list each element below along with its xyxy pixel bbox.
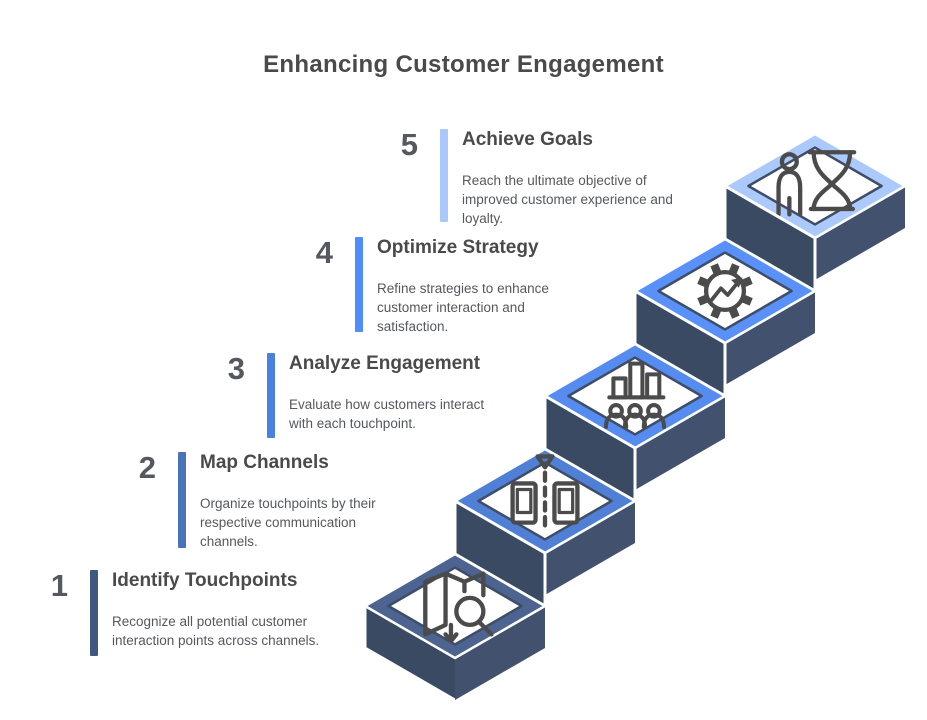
step-block-4: 4 Optimize Strategy Refine strategies to…	[287, 237, 571, 336]
step-description: Evaluate how customers interact with eac…	[289, 397, 485, 431]
stair-step-1	[363, 552, 547, 702]
gear-optimize-icon	[697, 263, 753, 319]
step-title: Optimize Strategy	[377, 237, 539, 258]
map-search-icon	[423, 571, 494, 644]
step-number: 2	[138, 450, 156, 485]
engagement-analytics-icon	[603, 361, 667, 430]
step-title: Analyze Engagement	[289, 353, 481, 374]
step-title: Achieve Goals	[462, 129, 593, 150]
step-accent-bar	[90, 570, 98, 656]
step-block-3: 3 Analyze Engagement Evaluate how custom…	[199, 353, 501, 438]
devices-sync-icon	[510, 454, 580, 532]
step-block-1: 1 Identify Touchpoints Recognize all pot…	[22, 570, 344, 656]
step-description: Organize touchpoints by their respective…	[200, 496, 376, 549]
step-number: 4	[315, 235, 333, 270]
step-number: 3	[227, 351, 245, 386]
step-number: 1	[50, 568, 68, 603]
achievement-trophy-icon	[776, 150, 857, 217]
step-number: 5	[400, 127, 418, 162]
page-title: Enhancing Customer Engagement	[263, 51, 664, 78]
step-block-5: 5 Achieve Goals Reach the ultimate objec…	[372, 129, 686, 228]
step-description: Recognize all potential customer interac…	[112, 614, 320, 648]
step-title: Map Channels	[200, 452, 329, 473]
step-accent-bar	[178, 452, 186, 548]
step-accent-bar	[267, 353, 275, 438]
step-description: Refine strategies to enhance customer in…	[377, 281, 549, 334]
step-accent-bar	[355, 237, 363, 332]
step-title: Identify Touchpoints	[112, 570, 298, 591]
step-accent-bar	[440, 129, 448, 222]
step-block-2: 2 Map Channels Organize touchpoints by t…	[110, 452, 398, 551]
stair-step-3	[543, 342, 727, 492]
step-description: Reach the ultimate objective of improved…	[462, 173, 673, 226]
